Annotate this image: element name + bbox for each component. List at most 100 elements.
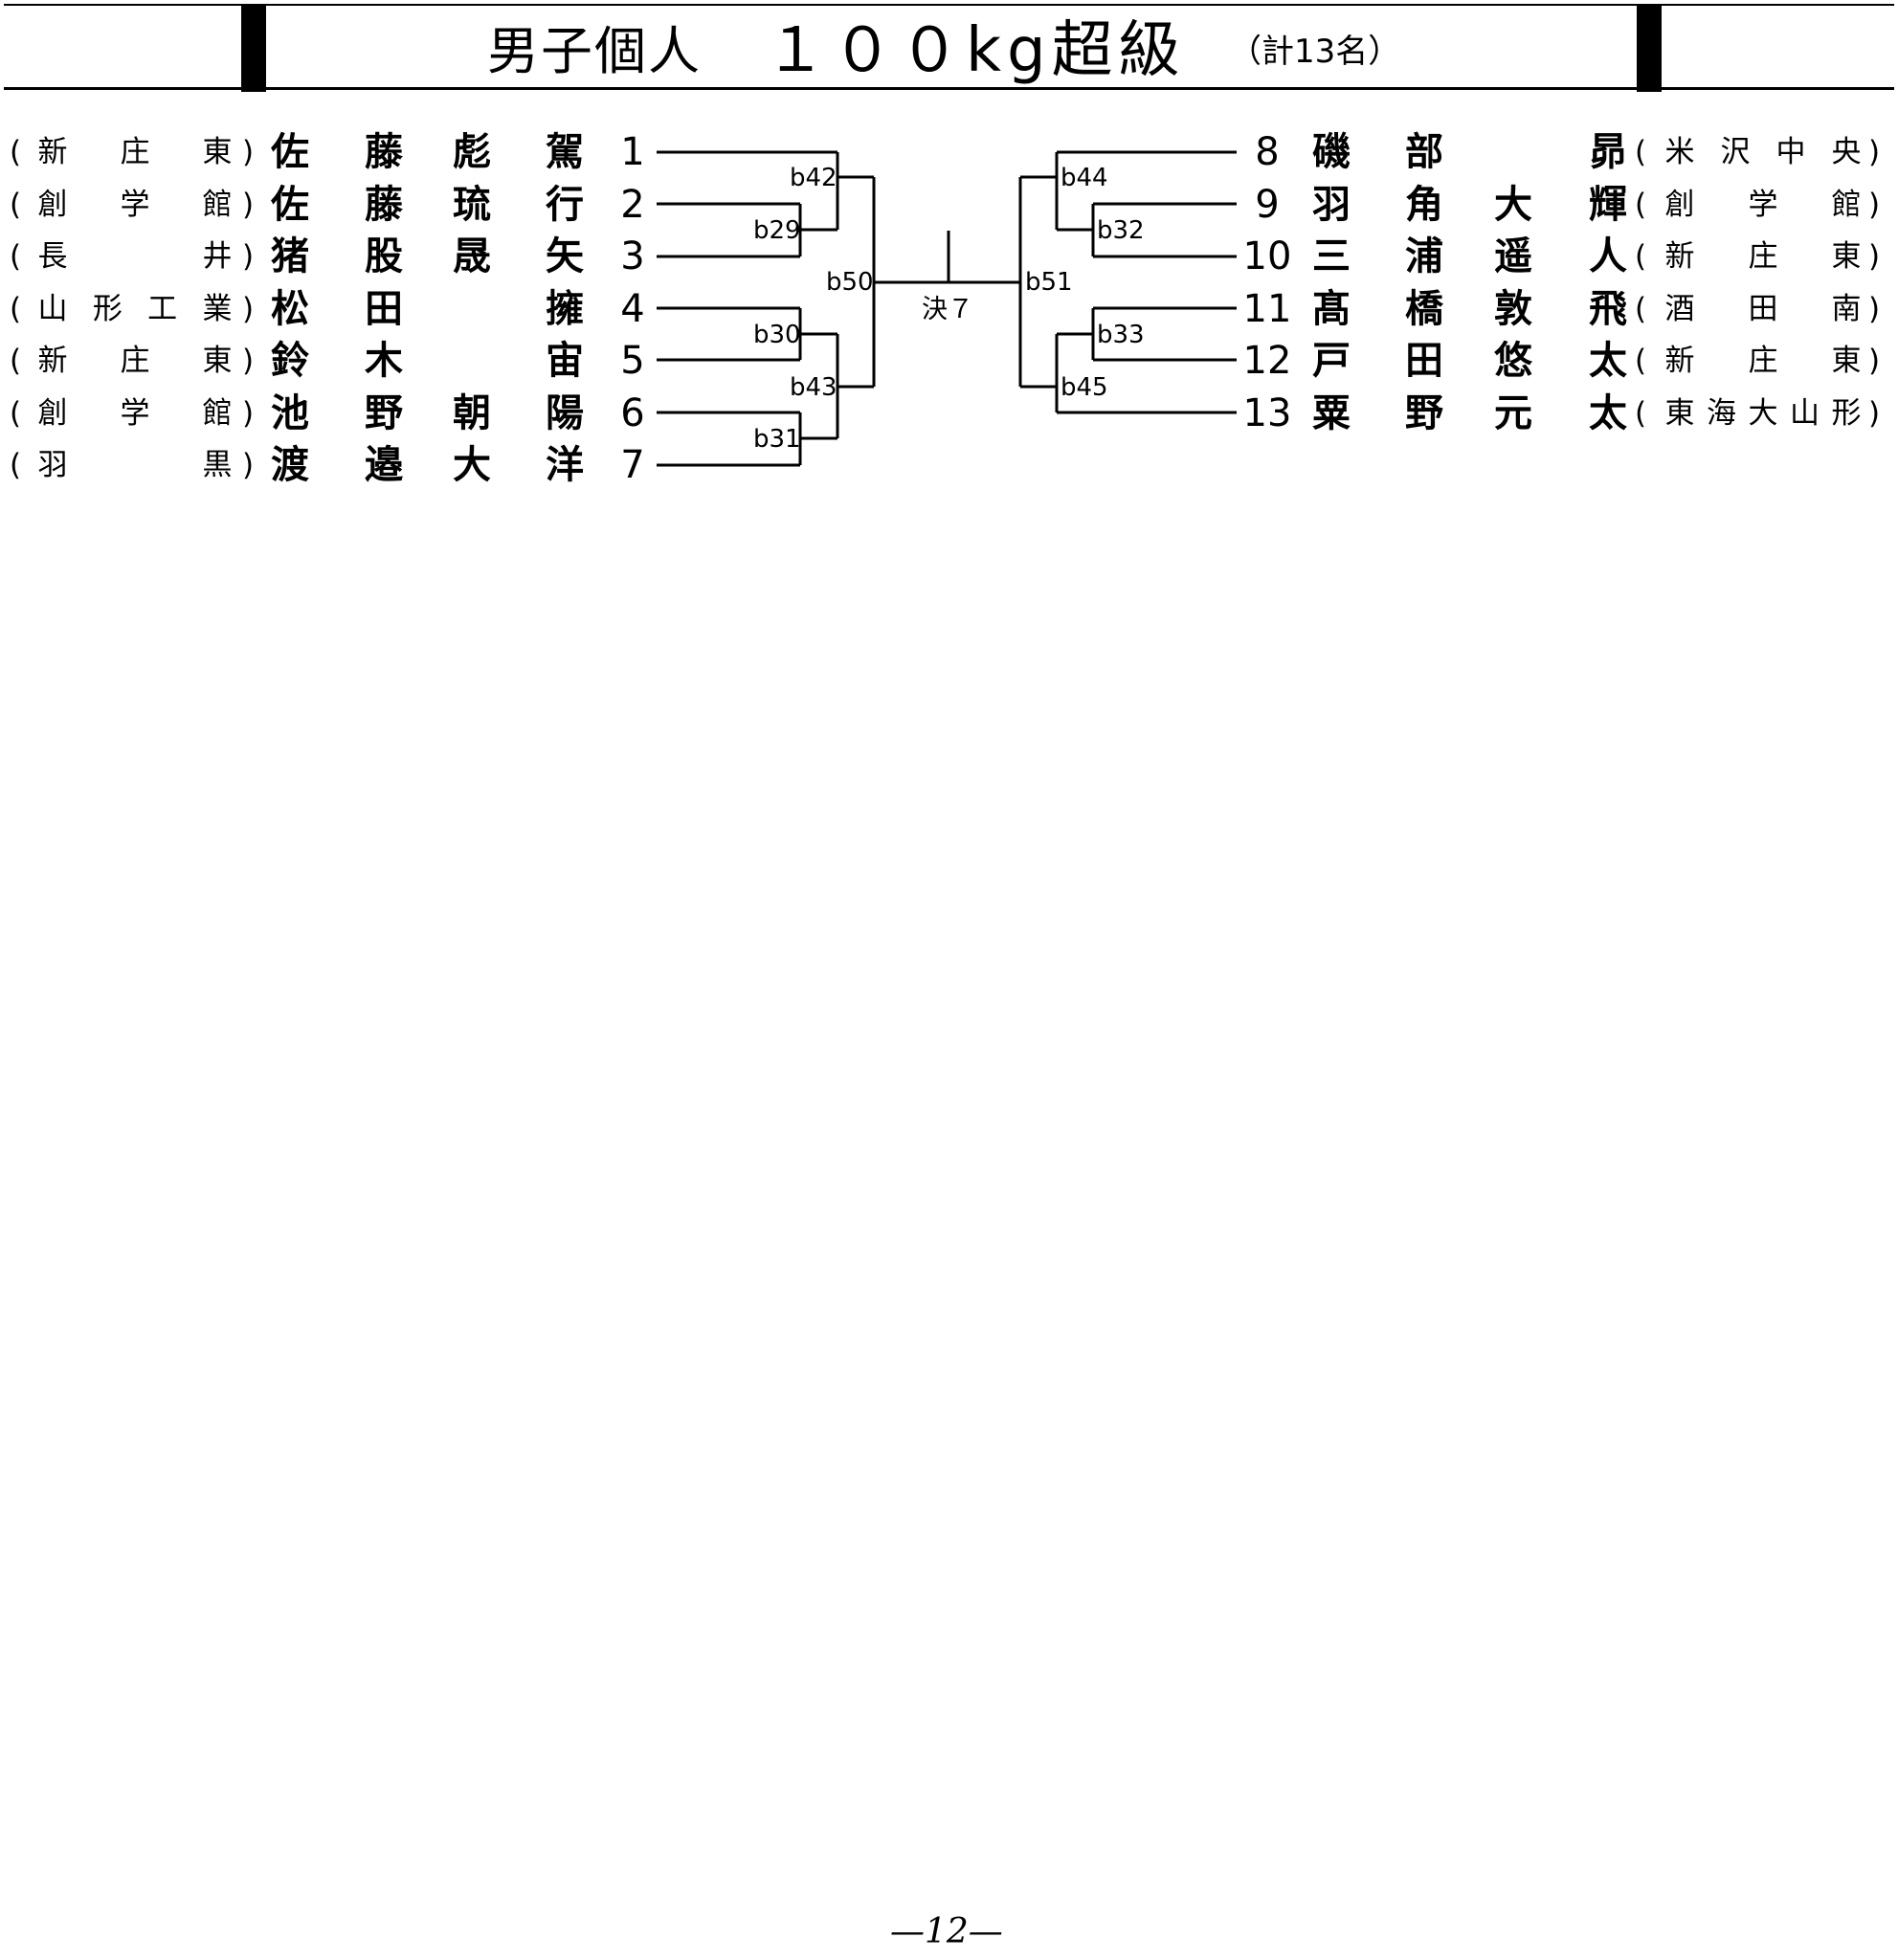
school-char: 東 bbox=[202, 135, 233, 169]
school-char: 創 bbox=[37, 187, 68, 222]
bout-line-b33 bbox=[1057, 308, 1095, 360]
player-name-char: 橋 bbox=[1405, 286, 1443, 331]
school-open-paren: ( bbox=[10, 395, 22, 431]
seed-number: 12 bbox=[1242, 339, 1292, 383]
school-char: 創 bbox=[1664, 187, 1695, 222]
player-name-char: 股 bbox=[365, 234, 403, 278]
school-char: 新 bbox=[1664, 344, 1695, 378]
player-name-char: 松 bbox=[271, 286, 309, 331]
player-name-char: 三 bbox=[1312, 234, 1351, 278]
title-weight-class: １００kg超級 bbox=[765, 15, 1186, 86]
bout-label-b44: b44 bbox=[1061, 164, 1108, 192]
school-char: 沢 bbox=[1720, 135, 1751, 169]
school-open-paren: ( bbox=[10, 239, 22, 274]
school-char: 形 bbox=[92, 291, 123, 326]
title-block-right bbox=[1637, 6, 1662, 92]
school-char: 形 bbox=[1831, 395, 1862, 431]
bout-label-b43: b43 bbox=[790, 373, 837, 402]
player-name-char: 羽 bbox=[1312, 182, 1351, 227]
player-name-char: 行 bbox=[546, 182, 584, 227]
school-char: 田 bbox=[1748, 291, 1778, 326]
player-name-char: 渡 bbox=[271, 443, 309, 487]
player-name-char: 宙 bbox=[546, 339, 584, 383]
school-close-paren: ) bbox=[1868, 135, 1881, 169]
bout-line-b29 bbox=[798, 204, 837, 256]
school-close-paren: ) bbox=[242, 239, 255, 274]
bout-label-b32: b32 bbox=[1097, 216, 1145, 245]
player-name-char: 駕 bbox=[546, 130, 584, 174]
school-open-paren: ( bbox=[1635, 395, 1647, 431]
player-name-char: 田 bbox=[365, 286, 403, 331]
player-name-char: 藤 bbox=[365, 182, 403, 227]
school-open-paren: ( bbox=[1635, 239, 1647, 274]
school-close-paren: ) bbox=[1868, 395, 1881, 431]
school-char: 東 bbox=[1831, 344, 1862, 378]
player-name-char: 鈴 bbox=[271, 339, 309, 383]
player-name-char: 太 bbox=[1589, 339, 1627, 383]
school-char: 館 bbox=[1831, 187, 1862, 222]
school-char: 山 bbox=[37, 291, 68, 326]
school-char: 東 bbox=[202, 344, 233, 378]
school-char: 羽 bbox=[37, 448, 68, 482]
school-char: 米 bbox=[1664, 135, 1695, 169]
school-char: 央 bbox=[1831, 135, 1862, 169]
bout-line-b30 bbox=[798, 308, 837, 360]
player-name-char: 敦 bbox=[1494, 286, 1532, 331]
school-char: 業 bbox=[202, 291, 233, 326]
school-char: 海 bbox=[1707, 395, 1736, 431]
seed-number: 7 bbox=[620, 443, 645, 487]
school-open-paren: ( bbox=[10, 291, 22, 326]
school-char: 学 bbox=[120, 395, 150, 431]
player-name-char: 磯 bbox=[1312, 130, 1351, 174]
bout-label-b42: b42 bbox=[790, 164, 837, 192]
school-char: 館 bbox=[202, 187, 233, 222]
player-name-char: 猪 bbox=[271, 234, 309, 278]
player-name-char: 大 bbox=[453, 443, 491, 487]
school-close-paren: ) bbox=[242, 344, 255, 378]
bout-line-b43 bbox=[836, 334, 874, 438]
school-char: 酒 bbox=[1664, 291, 1695, 326]
seed-number: 2 bbox=[620, 182, 645, 227]
player-name-char: 彪 bbox=[453, 130, 491, 174]
school-char: 山 bbox=[1790, 395, 1820, 431]
school-open-paren: ( bbox=[10, 135, 22, 169]
school-char: 黒 bbox=[202, 448, 233, 482]
seed-number: 9 bbox=[1255, 182, 1280, 227]
school-char: 館 bbox=[202, 395, 233, 431]
seed-number: 4 bbox=[620, 286, 645, 331]
seed-number: 5 bbox=[620, 339, 645, 383]
player-name-char: 太 bbox=[1589, 390, 1627, 435]
bout-label-b31: b31 bbox=[753, 425, 801, 454]
school-char: 庄 bbox=[1748, 344, 1778, 378]
school-char: 南 bbox=[1831, 291, 1862, 326]
school-open-paren: ( bbox=[1635, 344, 1647, 378]
title-count: （計13名） bbox=[1229, 33, 1401, 71]
school-char: 長 bbox=[37, 239, 68, 274]
player-name-char: 洋 bbox=[546, 443, 584, 487]
school-char: 中 bbox=[1775, 135, 1806, 169]
bracket-diagram: b42 b29 b50 b30 b43 b31 決７ b44 b32 b51 b… bbox=[657, 150, 1237, 467]
player-name-char: 藤 bbox=[365, 130, 403, 174]
school-char: 新 bbox=[37, 135, 68, 169]
school-char: 創 bbox=[37, 395, 68, 431]
player-name-char: 髙 bbox=[1312, 286, 1351, 331]
school-close-paren: ) bbox=[1868, 344, 1881, 378]
school-open-paren: ( bbox=[10, 344, 22, 378]
bout-label-b33: b33 bbox=[1097, 321, 1145, 349]
player-name-char: 晟 bbox=[453, 234, 491, 278]
school-char: 井 bbox=[202, 239, 233, 274]
school-char: 庄 bbox=[120, 135, 150, 169]
seed-number: 1 bbox=[620, 130, 645, 174]
school-char: 学 bbox=[120, 187, 150, 222]
page-number: —12— bbox=[890, 1912, 1003, 1951]
player-name-char: 遥 bbox=[1494, 234, 1532, 278]
school-close-paren: ) bbox=[242, 395, 255, 431]
player-name-char: 悠 bbox=[1494, 339, 1532, 383]
player-name-char: 陽 bbox=[546, 390, 584, 435]
bout-label-b51: b51 bbox=[1025, 268, 1073, 297]
bout-line-b32 bbox=[1057, 204, 1095, 256]
